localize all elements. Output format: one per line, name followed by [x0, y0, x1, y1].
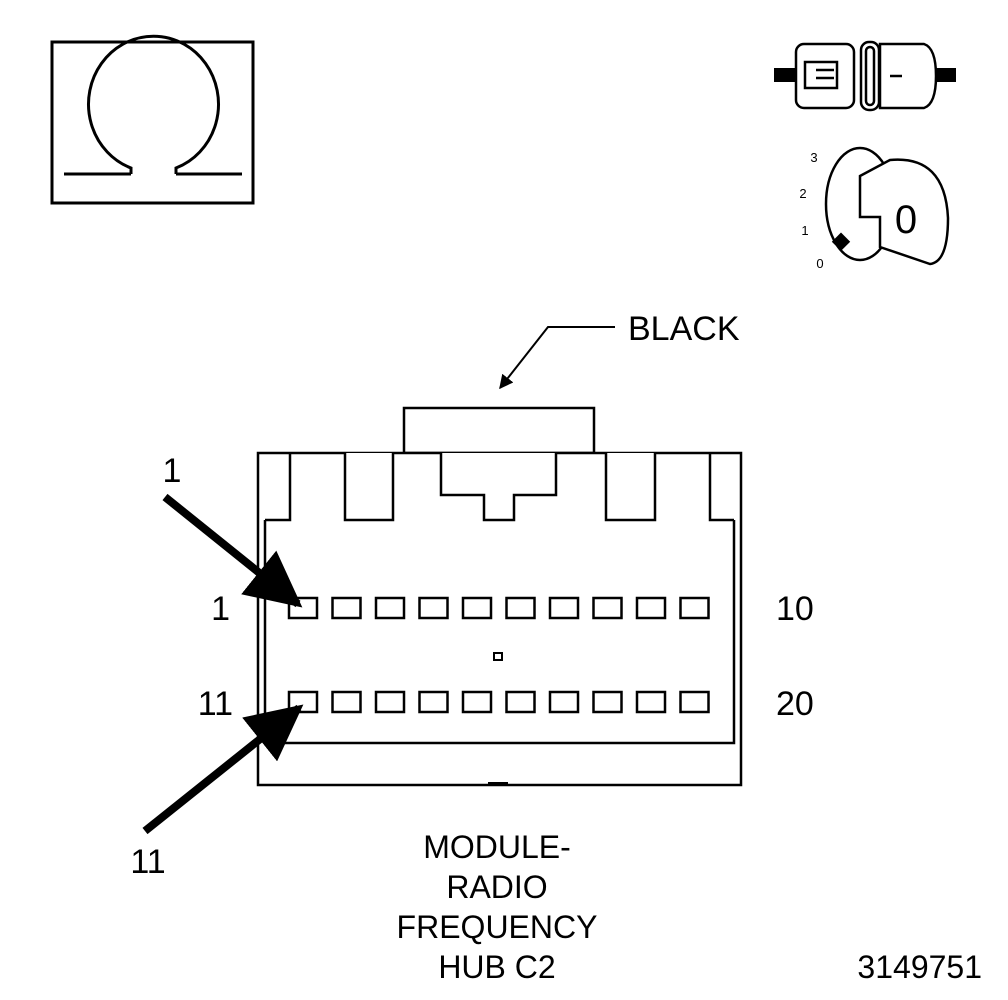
pin-cavity-14 — [418, 690, 449, 714]
ignition-position-2: 2 — [799, 186, 806, 201]
ignition-position-1: 1 — [801, 223, 808, 238]
pin-cavity-18 — [592, 690, 623, 714]
pin-cavity-3 — [374, 596, 406, 620]
pin-cavity-13 — [374, 690, 406, 714]
pin-cavity-19 — [635, 690, 667, 714]
pin-cavity-20 — [679, 690, 710, 714]
pin-cavity-16 — [505, 690, 536, 714]
title-line-3: FREQUENCY — [397, 909, 598, 945]
ignition-key-label: 0 — [895, 198, 917, 242]
figure-id: 3149751 — [857, 949, 982, 985]
pin-cavity-6 — [505, 596, 536, 620]
ignition-position-0: 0 — [816, 256, 823, 271]
pin-cavity-4 — [418, 596, 449, 620]
connector-body — [256, 406, 743, 787]
pin-callouts: 1 11 — [130, 452, 304, 881]
pin-cavity-9 — [635, 596, 667, 620]
pin-cavity-7 — [548, 596, 580, 620]
row2-end-label: 20 — [776, 685, 814, 723]
pin-cavity-8 — [592, 596, 623, 620]
pin-cavity-5 — [461, 596, 493, 620]
callout-pin-11-label: 11 — [130, 843, 165, 881]
pin-cavity-10 — [679, 596, 710, 620]
ohm-icon — [50, 34, 255, 205]
pin-cavity-15 — [461, 690, 493, 714]
pin-cavities — [287, 596, 710, 714]
title-line-2: RADIO — [446, 869, 547, 905]
ignition-position-3: 3 — [810, 150, 817, 165]
connector-title: MODULE- RADIO FREQUENCY HUB C2 — [397, 829, 598, 985]
title-line-4: HUB C2 — [438, 949, 555, 985]
row2-start-label: 11 — [198, 685, 233, 723]
pin-cavity-17 — [548, 690, 580, 714]
row1-start-label: 1 — [211, 590, 230, 628]
connector-color-label: BLACK — [628, 310, 740, 348]
callout-pin-1-label: 1 — [163, 452, 182, 490]
row1-end-label: 10 — [776, 590, 814, 628]
connector-disconnect-icon — [774, 40, 956, 112]
title-line-1: MODULE- — [423, 829, 571, 865]
pin-cavity-12 — [331, 690, 362, 714]
pin-cavity-2 — [331, 596, 362, 620]
color-callout: BLACK — [499, 310, 740, 390]
ignition-key-icon: 3 2 1 0 0 — [799, 146, 950, 271]
